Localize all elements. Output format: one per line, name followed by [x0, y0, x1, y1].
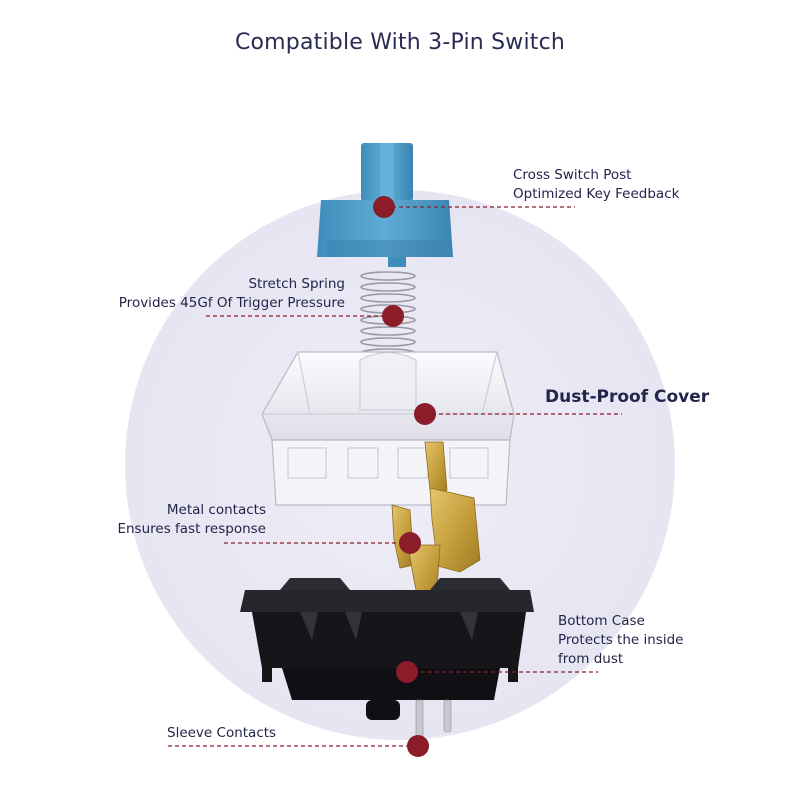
callout-cover: Dust-Proof Cover — [545, 388, 709, 407]
dust-proof-cover — [261, 351, 515, 506]
callout-bottom-line2: Protects the inside — [558, 632, 684, 648]
callout-bottom-line3: from dust — [558, 651, 624, 667]
callout-spring-line2: Provides 45Gf Of Trigger Pressure — [118, 295, 345, 311]
marker-sleeve — [407, 735, 429, 757]
switch-stem — [317, 143, 453, 267]
callout-bottom-line1: Bottom Case — [558, 613, 645, 629]
callout-cross-post-line2: Optimized Key Feedback — [513, 186, 680, 202]
marker-spring — [382, 305, 404, 327]
callout-sleeve-line1: Sleeve Contacts — [167, 725, 277, 741]
switch-pins — [415, 699, 452, 743]
marker-bottom — [396, 661, 418, 683]
callout-bottom: Bottom Case Protects the inside from dus… — [558, 612, 683, 669]
callout-metal-line2: Ensures fast response — [117, 521, 266, 537]
callout-spring: Stretch Spring Provides 45Gf Of Trigger … — [119, 275, 345, 313]
callout-spring-line1: Stretch Spring — [248, 276, 345, 292]
marker-cover — [414, 403, 436, 425]
callout-sleeve: Sleeve Contacts — [167, 724, 276, 743]
marker-metal — [399, 532, 421, 554]
page-title: Compatible With 3-Pin Switch — [234, 30, 566, 55]
marker-cross-post — [373, 196, 395, 218]
callout-cross-post: Cross Switch Post Optimized Key Feedback — [513, 166, 679, 204]
callout-metal: Metal contacts Ensures fast response — [117, 501, 266, 539]
callout-cross-post-line1: Cross Switch Post — [513, 167, 632, 183]
callout-cover-line1: Dust-Proof Cover — [545, 387, 710, 407]
callout-metal-line1: Metal contacts — [166, 502, 266, 518]
bottom-case — [240, 578, 534, 720]
